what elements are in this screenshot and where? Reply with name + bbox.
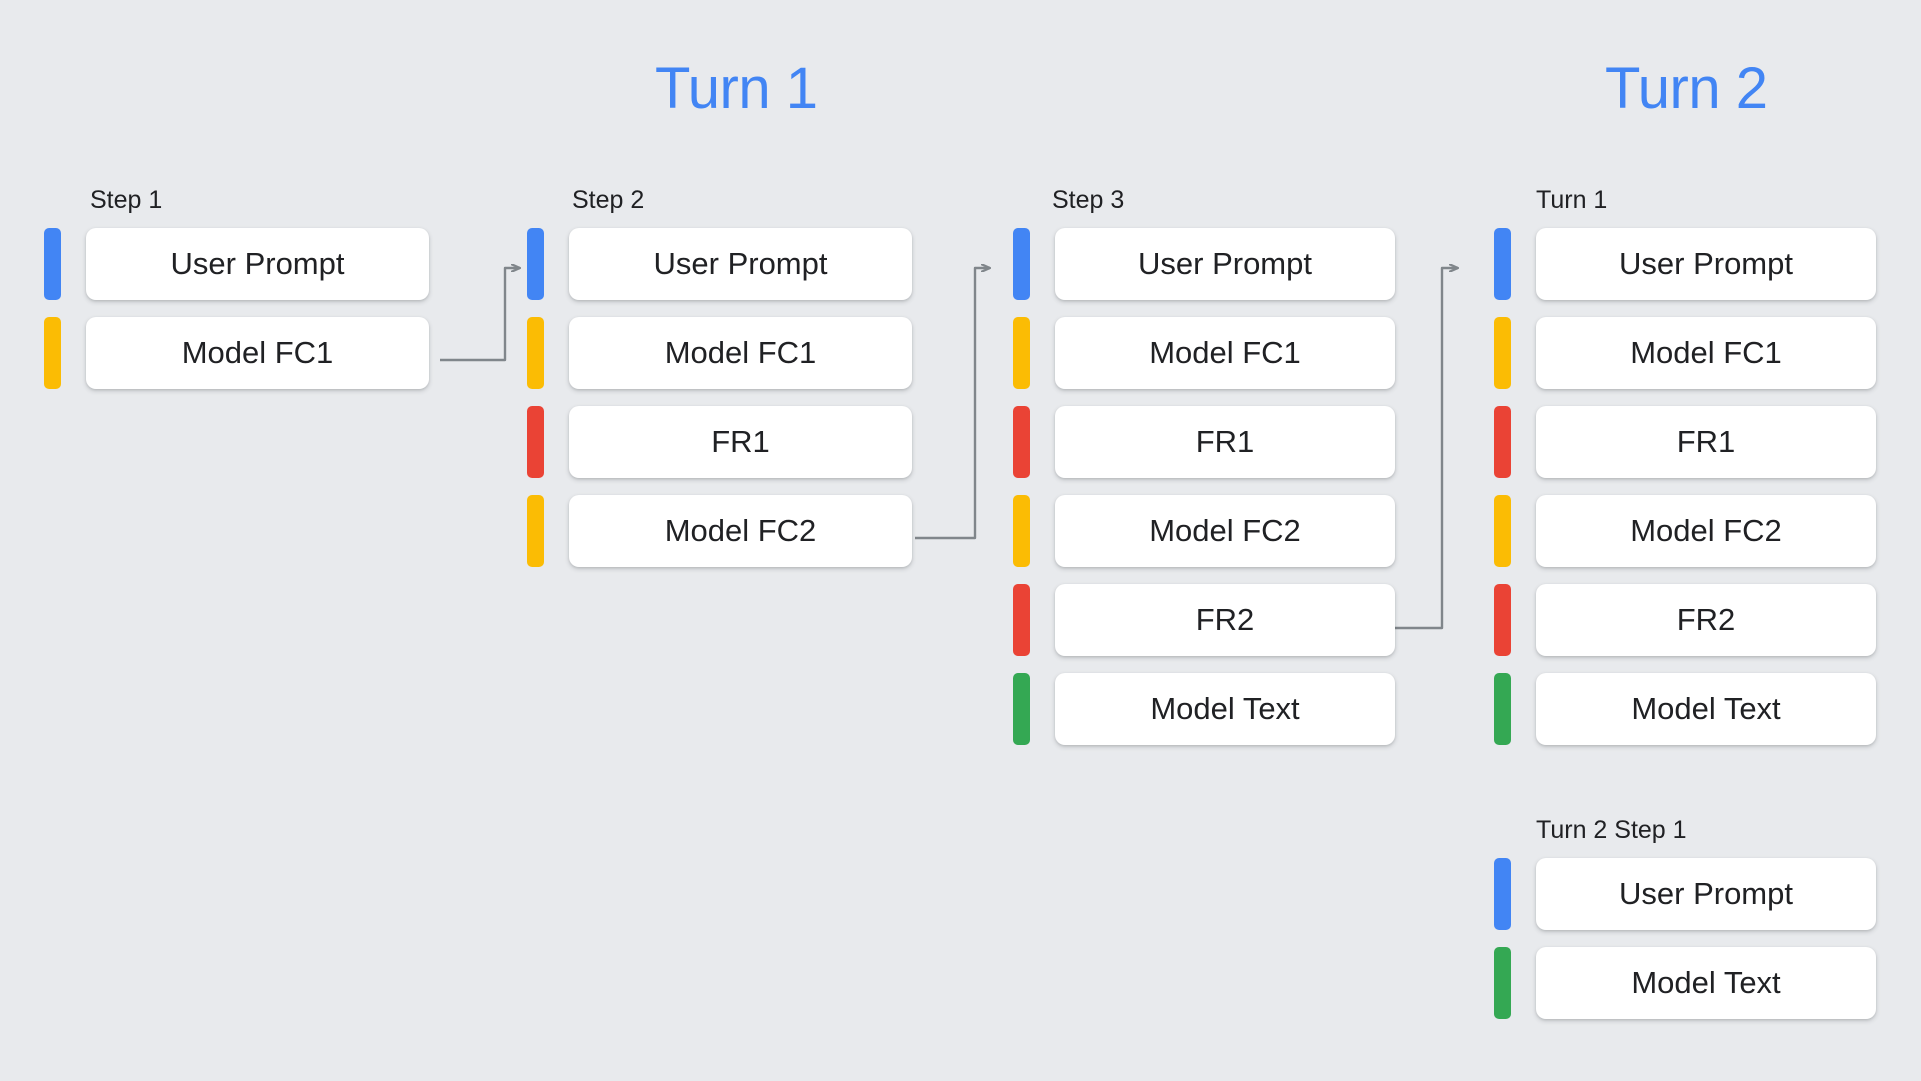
role-color-bar-blue [1494, 228, 1511, 300]
entry-card-label: User Prompt [1619, 876, 1793, 911]
role-color-bar-red [1494, 584, 1511, 656]
role-color-bar-red [1494, 406, 1511, 478]
role-color-bar-blue [1494, 858, 1511, 930]
role-color-bar-blue [1013, 228, 1030, 300]
role-color-bar-yellow [527, 495, 544, 567]
entry-card[interactable]: User Prompt [86, 228, 429, 300]
connector-step3-to-turn1 [1390, 268, 1458, 630]
entry-card-label: Model Text [1631, 691, 1781, 726]
entry-card[interactable]: User Prompt [569, 228, 912, 300]
role-color-bar-yellow [1013, 317, 1030, 389]
connector-step1-to-step2 [440, 268, 520, 362]
role-color-bar-yellow [527, 317, 544, 389]
entry-row: Model FC1 [44, 317, 429, 389]
entry-card-label: Model FC2 [1149, 513, 1301, 548]
role-color-bar-green [1494, 673, 1511, 745]
role-color-bar-red [1013, 584, 1030, 656]
entry-row: Model FC2 [1494, 495, 1876, 567]
entry-row: User Prompt [527, 228, 912, 300]
turn-2-heading: Turn 2 [1605, 56, 1768, 121]
entry-card[interactable]: Model FC1 [1536, 317, 1876, 389]
role-color-bar-red [1013, 406, 1030, 478]
entry-card[interactable]: Model FC1 [86, 317, 429, 389]
entry-row: Model FC1 [527, 317, 912, 389]
entry-card[interactable]: FR2 [1536, 584, 1876, 656]
entry-card-label: FR1 [1676, 424, 1736, 459]
entry-card-label: FR1 [1195, 424, 1255, 459]
role-color-bar-green [1494, 947, 1511, 1019]
entry-card-label: FR1 [711, 424, 770, 459]
entry-card-label: User Prompt [170, 246, 345, 281]
entry-row: FR1 [1494, 406, 1876, 478]
entry-row: FR1 [1013, 406, 1395, 478]
role-color-bar-blue [527, 228, 544, 300]
entry-card[interactable]: FR1 [1536, 406, 1876, 478]
column-label-step-2: Step 2 [572, 186, 645, 214]
entry-card-label: Model Text [1631, 965, 1781, 1000]
entry-card-label: FR2 [1676, 602, 1736, 637]
entry-row: User Prompt [44, 228, 429, 300]
entry-card[interactable]: Model FC1 [1055, 317, 1395, 389]
entry-card-label: User Prompt [1138, 246, 1312, 281]
entry-card-label: User Prompt [1619, 246, 1793, 281]
connector-step2-to-step3 [915, 268, 990, 540]
role-color-bar-yellow [44, 317, 61, 389]
role-color-bar-blue [44, 228, 61, 300]
column-label-step-1: Step 1 [90, 186, 163, 214]
entry-card[interactable]: FR1 [569, 406, 912, 478]
entry-row: Model FC1 [1013, 317, 1395, 389]
entry-card[interactable]: User Prompt [1055, 228, 1395, 300]
entry-card[interactable]: User Prompt [1536, 228, 1876, 300]
entry-card[interactable]: FR1 [1055, 406, 1395, 478]
column-label-turn-1: Turn 1 [1536, 186, 1608, 214]
entry-row: Model Text [1494, 673, 1876, 745]
entry-card-label: Model FC1 [181, 335, 334, 370]
column-label-step-3: Step 3 [1052, 186, 1125, 214]
entry-card-label: Model FC1 [664, 335, 817, 370]
entry-card-label: Model FC2 [664, 513, 817, 548]
role-color-bar-green [1013, 673, 1030, 745]
role-color-bar-yellow [1494, 317, 1511, 389]
entry-card-label: FR2 [1195, 602, 1255, 637]
entry-card[interactable]: FR2 [1055, 584, 1395, 656]
entry-card-label: Model FC1 [1630, 335, 1782, 370]
entry-row: Model Text [1494, 947, 1876, 1019]
entry-card[interactable]: Model Text [1536, 673, 1876, 745]
entry-card[interactable]: Model FC2 [1055, 495, 1395, 567]
entry-row: User Prompt [1494, 858, 1876, 930]
entry-card[interactable]: Model Text [1055, 673, 1395, 745]
entry-row: Model FC2 [1013, 495, 1395, 567]
role-color-bar-yellow [1494, 495, 1511, 567]
entry-card[interactable]: User Prompt [1536, 858, 1876, 930]
entry-card-label: User Prompt [653, 246, 828, 281]
entry-row: FR2 [1494, 584, 1876, 656]
turn-1-heading: Turn 1 [655, 56, 818, 121]
entry-row: Model FC2 [527, 495, 912, 567]
entry-card[interactable]: Model FC2 [1536, 495, 1876, 567]
column-label-turn-2-step-1: Turn 2 Step 1 [1536, 816, 1687, 844]
entry-row: Model Text [1013, 673, 1395, 745]
role-color-bar-yellow [1013, 495, 1030, 567]
entry-row: User Prompt [1494, 228, 1876, 300]
entry-card-label: Model FC1 [1149, 335, 1301, 370]
entry-row: Model FC1 [1494, 317, 1876, 389]
entry-card-label: Model Text [1150, 691, 1300, 726]
entry-row: FR2 [1013, 584, 1395, 656]
entry-card[interactable]: Model Text [1536, 947, 1876, 1019]
role-color-bar-red [527, 406, 544, 478]
entry-card[interactable]: Model FC2 [569, 495, 912, 567]
entry-row: User Prompt [1013, 228, 1395, 300]
entry-card-label: Model FC2 [1630, 513, 1782, 548]
entry-row: FR1 [527, 406, 912, 478]
entry-card[interactable]: Model FC1 [569, 317, 912, 389]
